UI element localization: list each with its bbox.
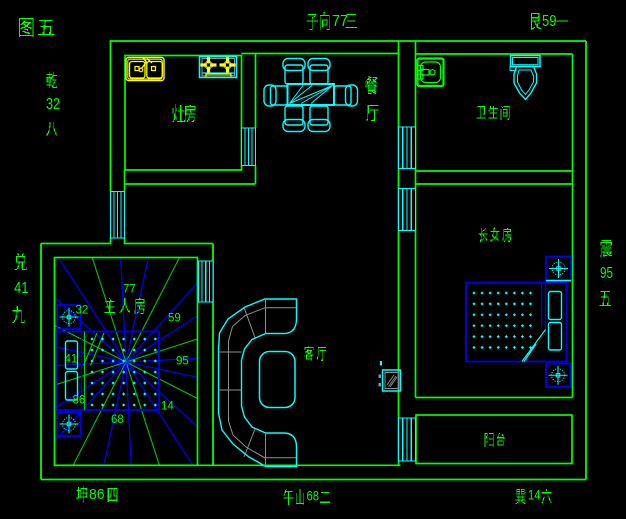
svg-text:86: 86 [73, 395, 86, 407]
svg-text:95: 95 [176, 356, 189, 368]
svg-text:41: 41 [14, 280, 29, 297]
svg-text:14: 14 [528, 486, 541, 502]
svg-text:14: 14 [161, 401, 174, 413]
svg-text:77: 77 [123, 284, 136, 296]
svg-text:68: 68 [307, 487, 320, 503]
svg-text:32: 32 [76, 305, 89, 317]
svg-text:59: 59 [542, 13, 557, 30]
svg-text:68: 68 [111, 414, 124, 426]
svg-text:77: 77 [332, 13, 348, 30]
svg-text:41: 41 [65, 354, 78, 366]
svg-text:95: 95 [600, 265, 613, 282]
svg-text:86: 86 [89, 486, 105, 503]
svg-text:32: 32 [46, 96, 60, 113]
svg-text:59: 59 [168, 313, 181, 325]
